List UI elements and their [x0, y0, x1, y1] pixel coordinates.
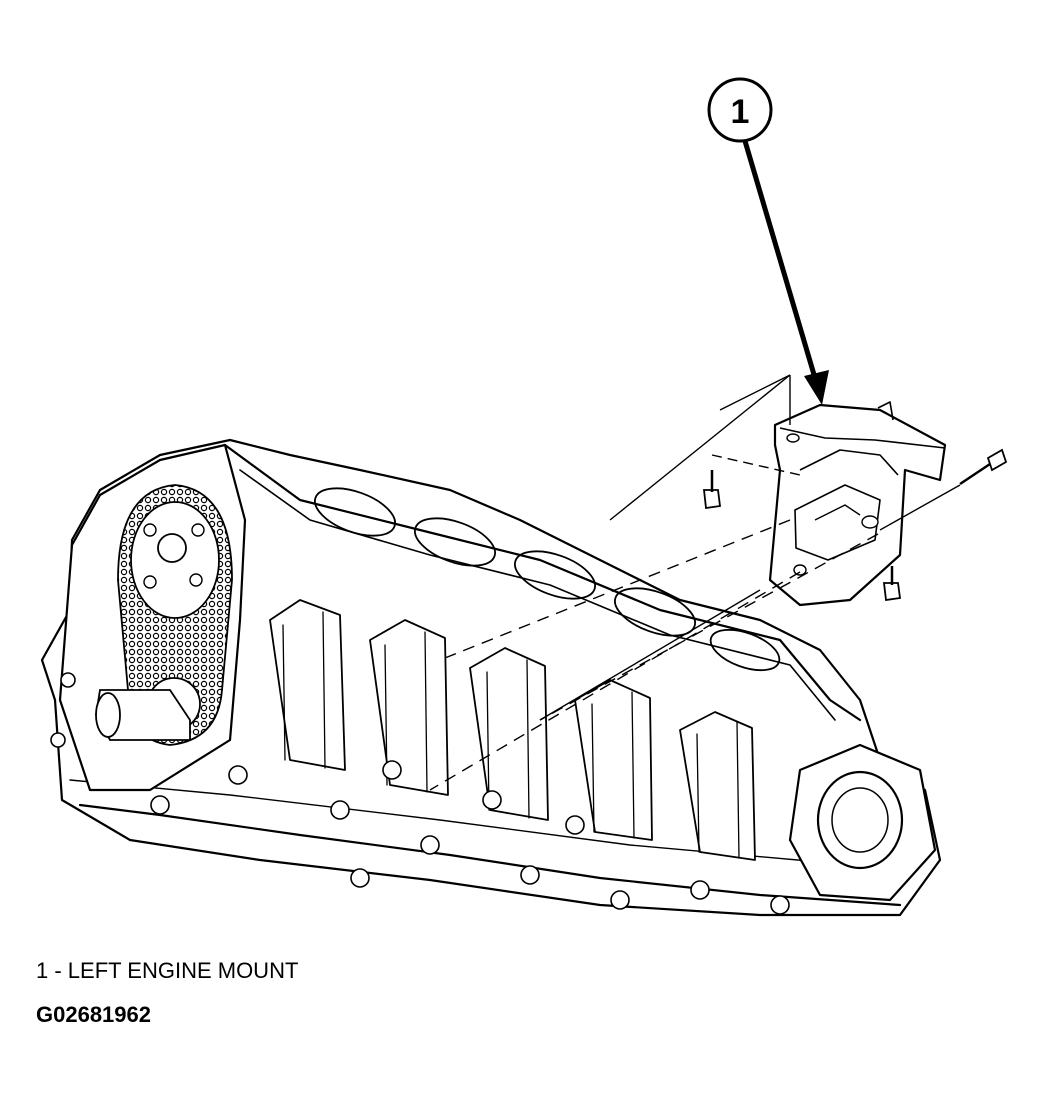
engine-mount-diagram: 1 — [40, 77, 1008, 917]
callout-1: 1 — [707, 77, 829, 405]
callout-arrow-head — [804, 370, 829, 405]
legend-entry-1: 1 - LEFT ENGINE MOUNT — [36, 958, 299, 983]
mount-bolts — [702, 448, 1008, 602]
timing-chain — [95, 484, 233, 746]
left-engine-mount — [768, 401, 947, 607]
alignment-lines — [429, 374, 961, 791]
callout-bubble — [707, 77, 773, 143]
callout-arrow-shaft — [742, 140, 818, 379]
block-bolts — [50, 672, 790, 915]
callout-number: 1 — [731, 93, 750, 131]
figure-id: G02681962 — [36, 1002, 151, 1027]
